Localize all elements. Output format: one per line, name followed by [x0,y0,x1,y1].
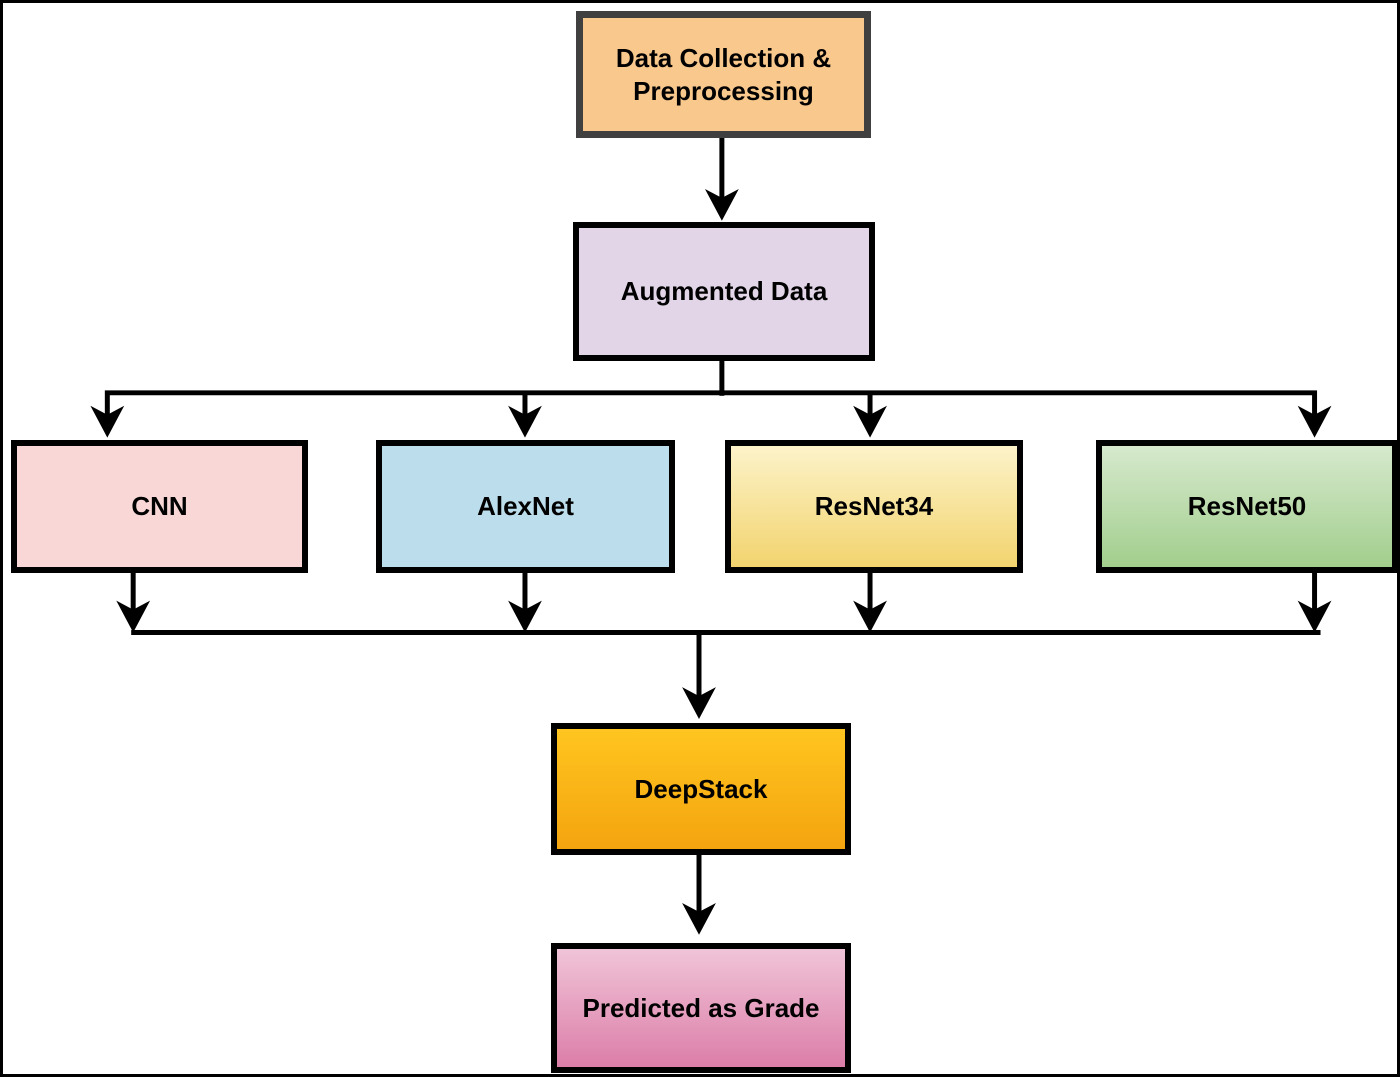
node-alexnet-label: AlexNet [477,491,574,522]
arrowhead-resnet34 [853,405,887,438]
arrowhead-alexnet [508,405,542,438]
node-augmented-data-label: Augmented Data [620,276,828,307]
node-deepstack-label: DeepStack [634,773,768,804]
arrowhead-resnet50 [1297,405,1332,438]
node-deepstack: DeepStack [551,723,851,855]
node-data-collection-label: Data Collection & Preprocessing [615,43,832,106]
node-alexnet: AlexNet [376,440,675,573]
node-resnet34: ResNet34 [725,440,1023,573]
arrowhead-collector-cnn [116,600,151,633]
arrowhead-augmented [704,188,739,221]
node-cnn: CNN [11,440,308,573]
arrowhead-collector-alexnet [508,600,542,633]
branch-line [104,390,1318,417]
arrowhead-cnn [90,405,125,438]
arrowhead-collector-resnet50 [1297,600,1332,633]
node-predicted-as-grade-label: Predicted as Grade [582,992,820,1023]
arrowhead-deepstack [682,687,716,719]
connector-models-to-collector [130,569,1318,612]
arrowhead-collector-resnet34 [853,600,887,633]
node-resnet34-label: ResNet34 [814,491,934,522]
node-augmented-data: Augmented Data [573,222,875,361]
connector-layer [90,135,1332,935]
node-data-collection-preprocessing: Data Collection & Preprocessing [576,11,871,138]
arrowhead-predicted [682,902,716,935]
node-resnet50: ResNet50 [1096,440,1397,573]
node-cnn-label: CNN [131,491,188,522]
node-predicted-as-grade: Predicted as Grade [551,943,851,1073]
node-resnet50-label: ResNet50 [1187,491,1307,522]
